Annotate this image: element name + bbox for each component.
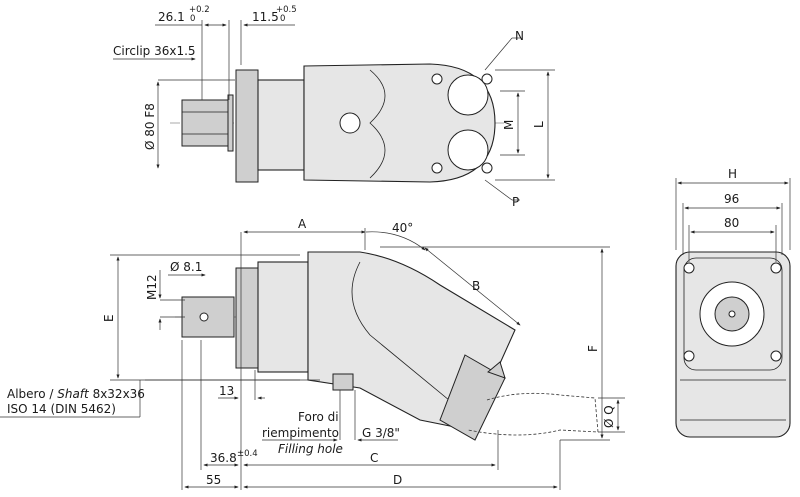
dim-m-label: M xyxy=(502,120,516,130)
dim-l-label: L xyxy=(532,121,546,128)
filling-hole-label-it-2: riempimento xyxy=(262,426,339,440)
port-p-label: P xyxy=(512,195,519,209)
shaft-spec-label: Albero / Shaft 8x32x36 xyxy=(7,387,145,401)
dim-36-8-label: 36.8 xyxy=(210,451,237,465)
thread-m12-label: M12 xyxy=(145,274,159,300)
dim-11-5-tol-lower: 0 xyxy=(280,14,285,24)
dim-55-label: 55 xyxy=(206,473,221,487)
dim-11-5: 11.5 xyxy=(252,10,279,24)
dim-26-1-tol-lower: 0 xyxy=(190,14,195,24)
shaft-standard-label: ISO 14 (DIN 5462) xyxy=(7,402,116,416)
side-view: A 40° B Ø 8.1 M12 E F Ø Q Albero / Shaft… xyxy=(0,217,625,490)
label-part: Albero / xyxy=(7,387,57,401)
dim-96-label: 96 xyxy=(724,192,739,206)
housing-top xyxy=(303,63,496,183)
dim-c-label: C xyxy=(370,451,378,465)
dim-26-1-tol-upper: +0.2 xyxy=(189,5,210,15)
dim-d-label: D xyxy=(393,473,402,487)
dim-h-label: H xyxy=(728,167,737,181)
circlip-label: Circlip 36x1.5 xyxy=(113,44,196,58)
dim-80-label: 80 xyxy=(724,216,739,230)
port-n-label: N xyxy=(515,29,524,43)
shaft-top xyxy=(181,99,233,147)
front-view: H 96 80 xyxy=(675,167,791,438)
dim-e-label: E xyxy=(102,314,116,322)
top-view: 26.1 +0.2 0 11.5 +0.5 0 Circlip 36x1.5 Ø… xyxy=(113,5,555,209)
filling-hole-label-en: Filling hole xyxy=(278,442,343,456)
dim-f-label: F xyxy=(586,345,600,352)
dim-26-1: 26.1 xyxy=(158,10,185,24)
label-part: Shaft xyxy=(57,387,90,401)
label-part: 8x32x36 xyxy=(89,387,145,401)
dim-13-label: 13 xyxy=(219,384,234,398)
flange-top xyxy=(235,69,259,183)
dim-b-label: B xyxy=(472,279,480,293)
hole-diameter-label: Ø 8.1 xyxy=(170,260,202,274)
flange-diameter-label: Ø 80 F8 xyxy=(143,103,157,150)
dim-q-label: Ø Q xyxy=(602,405,616,428)
dim-11-5-tol-upper: +0.5 xyxy=(276,5,297,15)
dim-36-8-tol: ±0.4 xyxy=(237,449,258,459)
filling-thread-label: G 3/8" xyxy=(362,426,400,440)
dim-a-label: A xyxy=(298,217,307,231)
angle-label: 40° xyxy=(392,221,413,235)
filling-hole-label-it-1: Foro di xyxy=(298,410,339,424)
